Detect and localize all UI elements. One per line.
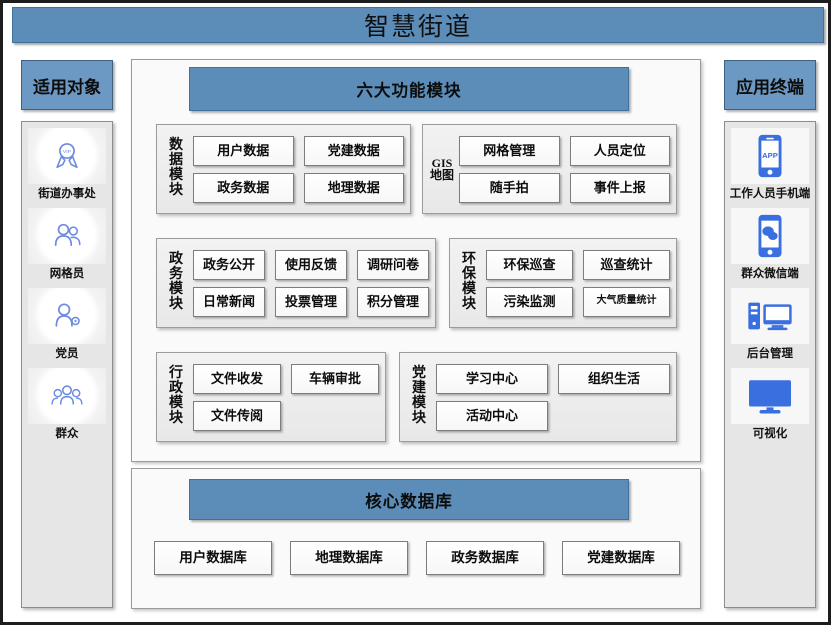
module-group-items: 文件收发 车辆审批 文件传阅 <box>193 363 379 431</box>
sidebar-item-staff-app[interactable]: APP 工作人员手机端 <box>728 128 812 204</box>
database-chip-row: 用户数据库 地理数据库 政务数据库 党建数据库 <box>154 541 680 575</box>
sidebar-item-label: 后台管理 <box>747 347 793 360</box>
sidebar-item-visualization[interactable]: 可视化 <box>728 367 812 444</box>
right-sidebar-header: 应用终端 <box>724 60 816 110</box>
module-chip[interactable]: 污染监测 <box>486 286 573 317</box>
center-column: 六大功能模块 数据模块 用户数据 党建数据 政务数据 地理数据 GIS地图 网格… <box>131 59 701 609</box>
module-group-items: 网格管理 人员定位 随手拍 事件上报 <box>459 135 670 203</box>
sidebar-item-admin-backend[interactable]: 后台管理 <box>728 287 812 364</box>
module-chip[interactable]: 事件上报 <box>569 172 670 203</box>
person-gear-icon <box>55 303 80 327</box>
phone-app-icon-box: APP <box>731 128 809 184</box>
module-group-administration: 行政模块 文件收发 车辆审批 文件传阅 <box>156 352 386 442</box>
desktop-pc-icon-box <box>731 287 809 344</box>
phone-app-icon: APP <box>758 134 782 178</box>
module-chip[interactable]: 随手拍 <box>459 172 560 203</box>
sidebar-item-grid-worker[interactable]: 网格员 <box>25 207 109 284</box>
page-title: 智慧街道 <box>363 14 472 41</box>
left-sidebar-header-label: 适用对象 <box>33 77 101 97</box>
module-group-items: 学习中心 组织生活 活动中心 <box>436 363 670 431</box>
module-group-items: 环保巡查 巡查统计 污染监测 大气质量统计 <box>486 249 670 317</box>
module-chip[interactable]: 巡查统计 <box>583 249 670 280</box>
people-group-icon <box>51 384 83 405</box>
module-chip[interactable]: 网格管理 <box>459 135 560 166</box>
module-group-items: 政务公开 使用反馈 调研问卷 日常新闻 投票管理 积分管理 <box>193 249 429 317</box>
module-chip-empty <box>291 401 379 431</box>
vip-medal-icon: VIP <box>56 143 78 169</box>
module-group-data: 数据模块 用户数据 党建数据 政务数据 地理数据 <box>156 124 411 214</box>
module-chip[interactable]: 政务公开 <box>193 249 265 280</box>
right-sidebar-panel: APP 工作人员手机端 群众微信端 <box>724 121 816 608</box>
svg-text:APP: APP <box>762 151 778 160</box>
module-group-title: 政务模块 <box>169 252 183 312</box>
database-chip[interactable]: 政务数据库 <box>426 541 544 575</box>
module-group-government: 政务模块 政务公开 使用反馈 调研问卷 日常新闻 投票管理 积分管理 <box>156 238 436 328</box>
module-chip[interactable]: 调研问卷 <box>357 249 429 280</box>
two-people-icon <box>54 223 81 246</box>
module-chip[interactable]: 用户数据 <box>193 135 294 166</box>
module-chip-empty <box>558 401 670 431</box>
modules-banner-label: 六大功能模块 <box>356 81 462 100</box>
phone-wechat-icon-box <box>731 207 809 264</box>
people-group-icon-box <box>28 367 106 424</box>
module-chip[interactable]: 环保巡查 <box>486 249 573 280</box>
module-chip[interactable]: 大气质量统计 <box>583 286 670 317</box>
desktop-pc-icon <box>748 302 792 330</box>
modules-banner: 六大功能模块 <box>189 67 629 111</box>
module-chip[interactable]: 车辆审批 <box>291 363 379 394</box>
module-group-party-building: 党建模块 学习中心 组织生活 活动中心 <box>399 352 677 442</box>
sidebar-item-label: 街道办事处 <box>38 188 96 200</box>
module-group-items: 用户数据 党建数据 政务数据 地理数据 <box>193 135 404 203</box>
module-chip[interactable]: 日常新闻 <box>193 286 265 317</box>
database-banner: 核心数据库 <box>189 479 629 520</box>
sidebar-item-public-wechat[interactable]: 群众微信端 <box>728 207 812 284</box>
sidebar-item-label: 可视化 <box>752 427 788 440</box>
module-chip[interactable]: 学习中心 <box>436 363 548 394</box>
module-group-title: 环保模块 <box>462 252 476 312</box>
module-chip[interactable]: 活动中心 <box>436 400 548 431</box>
module-chip[interactable]: 组织生活 <box>558 363 670 394</box>
sidebar-item-label: 群众微信端 <box>741 267 799 280</box>
phone-wechat-icon <box>758 214 782 257</box>
database-banner-label: 核心数据库 <box>365 491 453 511</box>
sidebar-item-label: 群众 <box>55 427 79 440</box>
database-chip[interactable]: 党建数据库 <box>562 541 680 575</box>
right-sidebar-header-label: 应用终端 <box>736 77 804 97</box>
module-chip[interactable]: 政务数据 <box>193 172 294 203</box>
module-group-title: 党建模块 <box>412 366 426 426</box>
monitor-icon-box <box>731 367 809 424</box>
module-group-title: GIS地图 <box>429 156 454 182</box>
left-sidebar-header: 适用对象 <box>21 60 113 110</box>
sidebar-item-public[interactable]: 群众 <box>25 367 109 444</box>
page-title-banner: 智慧街道 <box>12 7 824 43</box>
module-chip[interactable]: 人员定位 <box>569 135 670 166</box>
module-group-environment: 环保模块 环保巡查 巡查统计 污染监测 大气质量统计 <box>449 238 677 328</box>
module-chip[interactable]: 积分管理 <box>357 286 429 317</box>
module-chip[interactable]: 地理数据 <box>303 172 404 203</box>
modules-panel: 六大功能模块 数据模块 用户数据 党建数据 政务数据 地理数据 GIS地图 网格… <box>131 59 701 462</box>
module-group-title: 行政模块 <box>169 366 183 426</box>
database-panel: 核心数据库 用户数据库 地理数据库 政务数据库 党建数据库 <box>131 468 701 609</box>
sidebar-item-street-office[interactable]: VIP 街道办事处 <box>25 128 109 204</box>
monitor-icon <box>749 379 791 414</box>
module-chip[interactable]: 文件传阅 <box>193 400 281 431</box>
svg-text:VIP: VIP <box>63 149 72 155</box>
database-chip[interactable]: 用户数据库 <box>154 541 272 575</box>
person-gear-icon-box <box>28 287 106 344</box>
sidebar-item-label: 网格员 <box>49 267 85 280</box>
vip-medal-icon-box: VIP <box>28 128 106 184</box>
left-sidebar-panel: VIP 街道办事处 网格员 <box>21 121 113 608</box>
module-chip[interactable]: 文件收发 <box>193 363 281 394</box>
database-chip[interactable]: 地理数据库 <box>290 541 408 575</box>
module-chip[interactable]: 使用反馈 <box>275 249 347 280</box>
module-group-title: 数据模块 <box>169 138 183 198</box>
sidebar-item-party-member[interactable]: 党员 <box>25 287 109 364</box>
two-people-icon-box <box>28 207 106 264</box>
module-group-gis: GIS地图 网格管理 人员定位 随手拍 事件上报 <box>422 124 677 214</box>
sidebar-item-label: 党员 <box>55 347 79 360</box>
module-chip[interactable]: 投票管理 <box>275 286 347 317</box>
sidebar-item-label: 工作人员手机端 <box>729 188 811 200</box>
module-chip[interactable]: 党建数据 <box>303 135 404 166</box>
